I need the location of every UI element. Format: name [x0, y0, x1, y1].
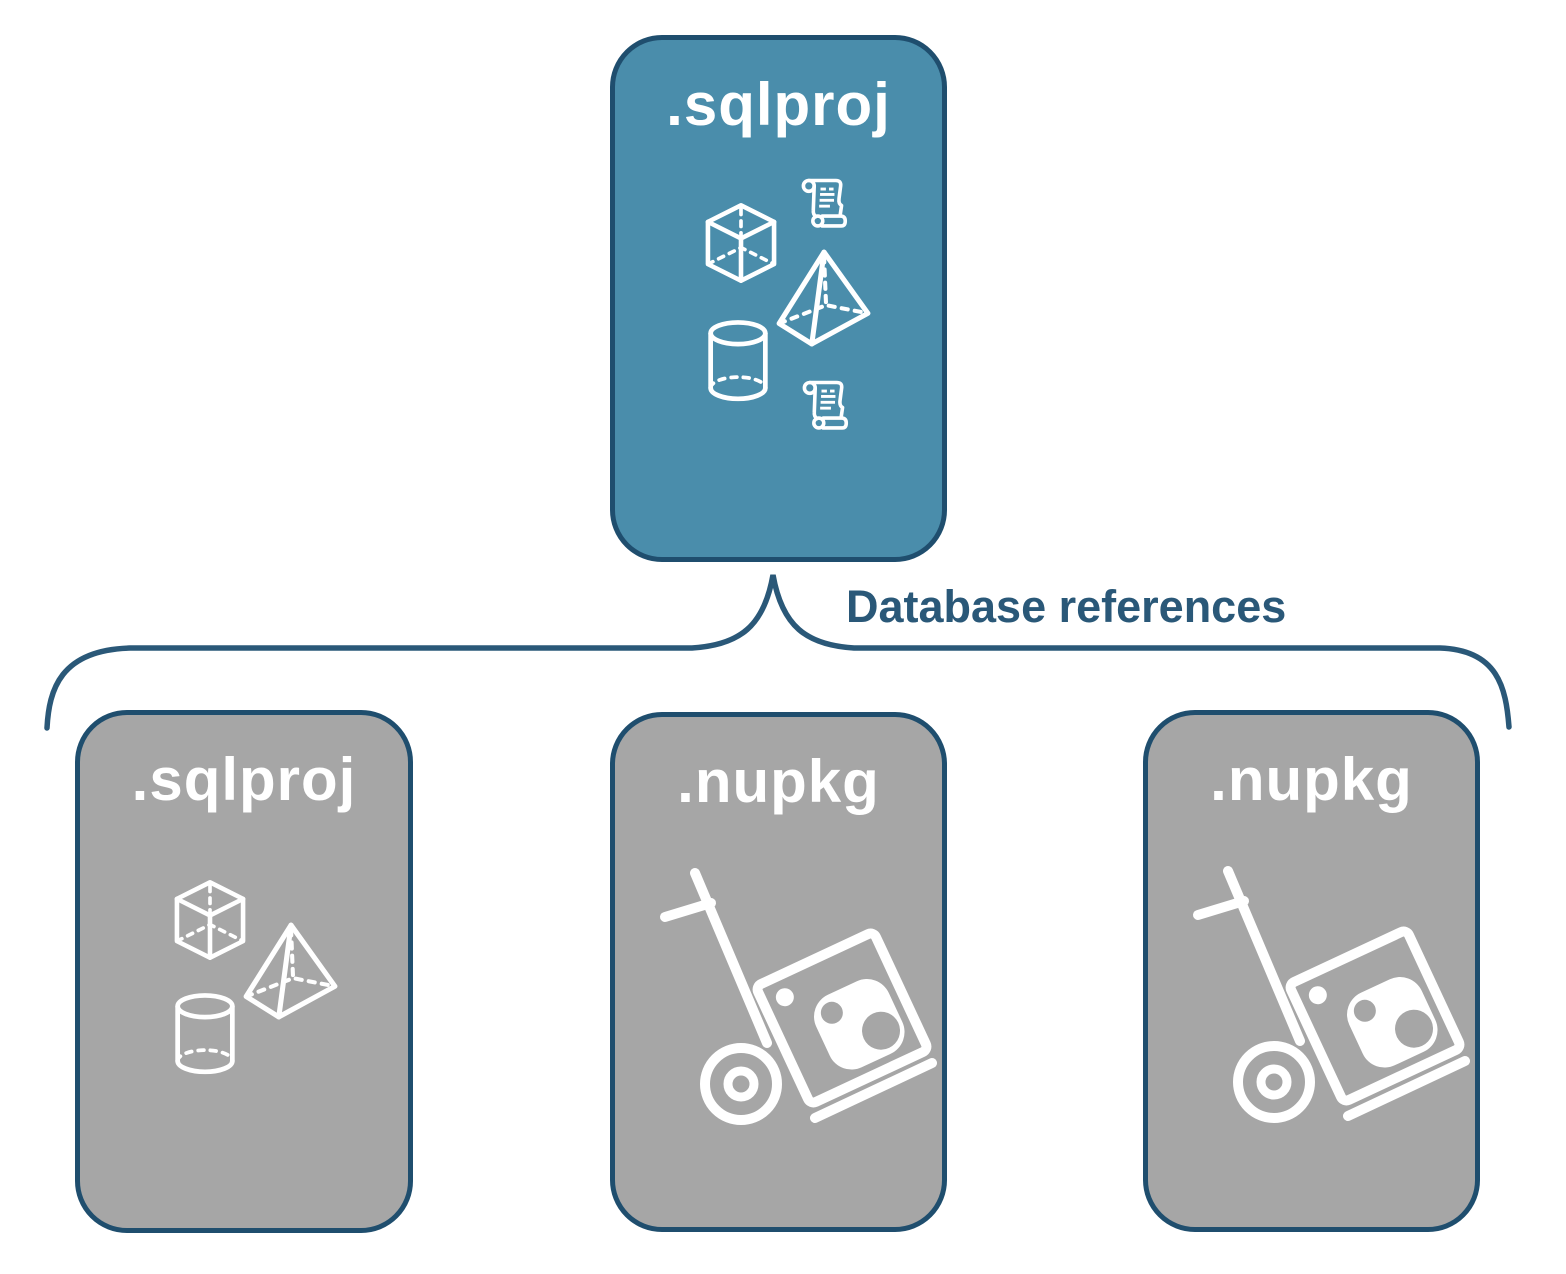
card-title: .sqlproj: [666, 71, 891, 138]
nuget-dolly-icon: [1190, 861, 1470, 1131]
card-title: .nupkg: [677, 748, 880, 815]
card-nupkg-reference-2: .nupkg: [1143, 710, 1480, 1232]
card-sqlproj-reference: .sqlproj: [75, 710, 413, 1233]
scroll-icon: [802, 380, 849, 430]
card-nupkg-reference-1: .nupkg: [610, 712, 947, 1232]
scroll-icon: [801, 178, 848, 228]
cylinder-icon: [705, 320, 771, 405]
card-title: .nupkg: [1210, 746, 1413, 813]
cylinder-icon: [172, 993, 238, 1078]
nuget-dolly-icon: [657, 863, 937, 1133]
pyramid-icon: [238, 919, 340, 1021]
card-title: .sqlproj: [131, 746, 357, 813]
connector-label: Database references: [846, 581, 1287, 632]
pyramid-icon: [771, 246, 873, 348]
card-sqlproj-root: .sqlproj: [610, 35, 947, 562]
